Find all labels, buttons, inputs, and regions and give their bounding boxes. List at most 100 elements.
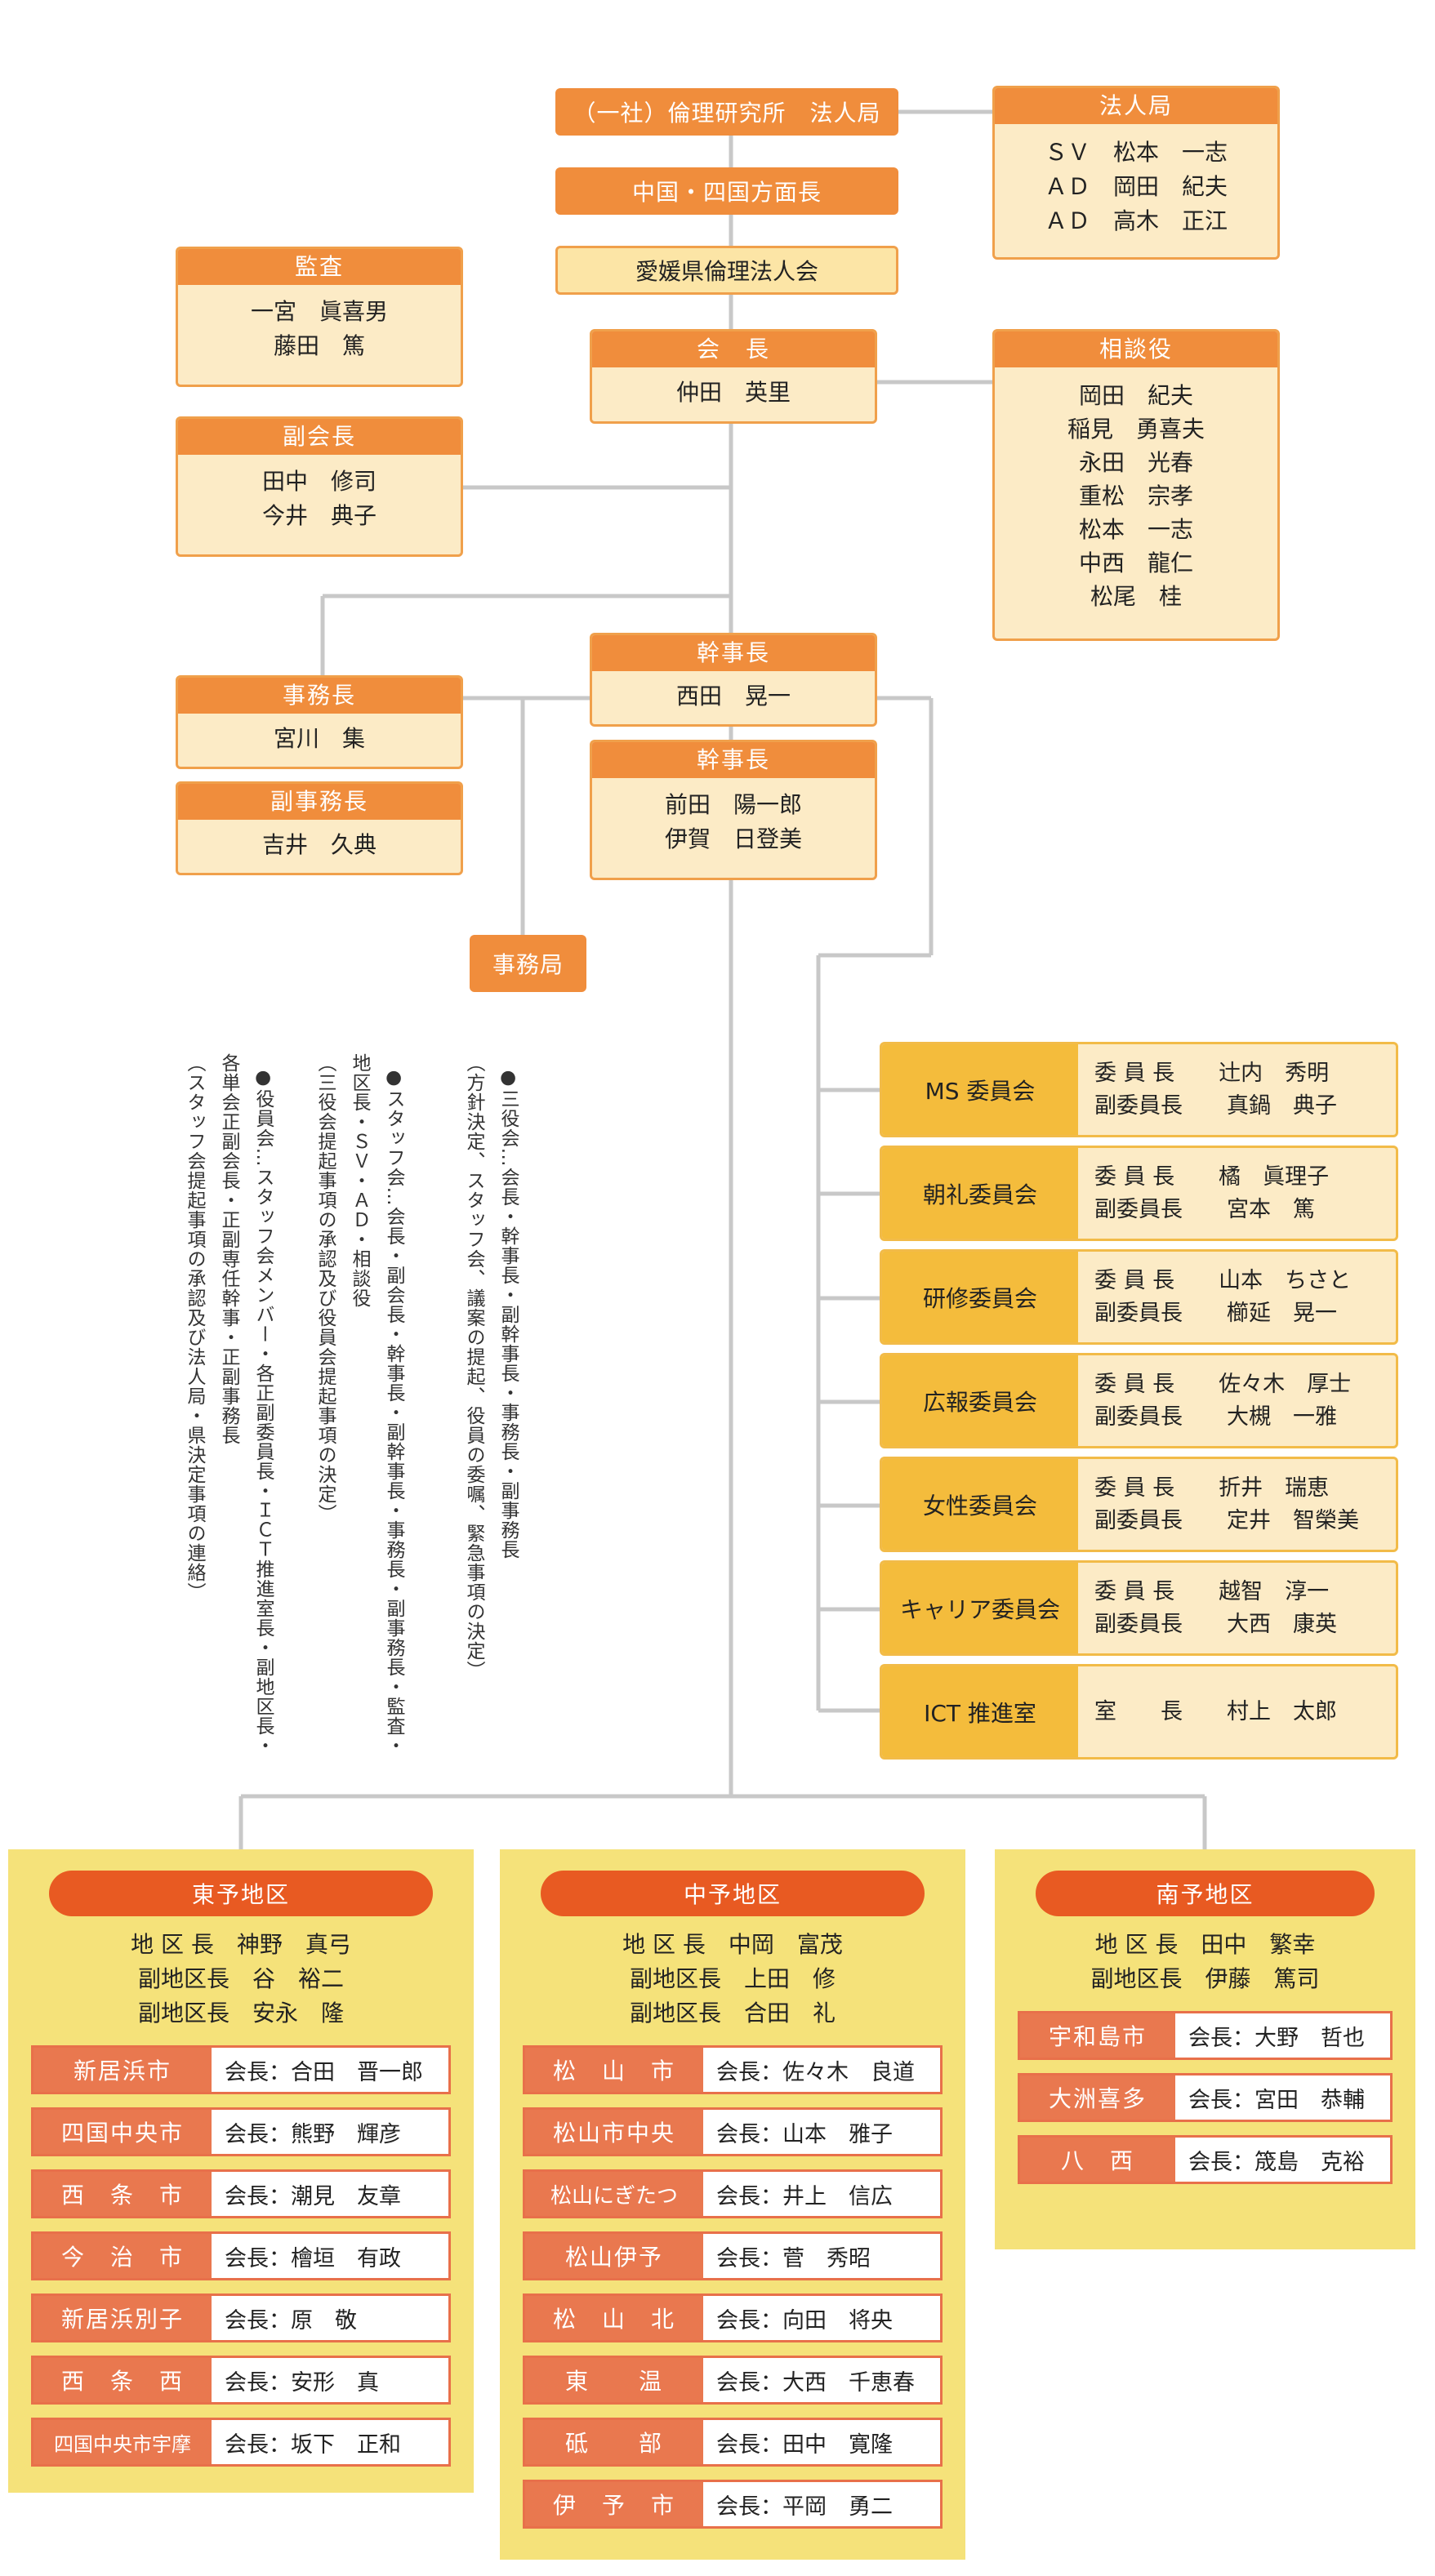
sodan-box: 相談役 岡田 紀夫 稲見 勇喜夫 永田 光春 重松 宗孝 松本 一志 中西 龍仁… (992, 329, 1280, 641)
association-label: 愛媛県倫理法人会 (635, 258, 818, 285)
branch-row: 大洲喜多会長：宮田 恭輔 (1018, 2073, 1393, 2122)
note-staffkai: ●スタッフ会…会長・副会長・幹事長・副幹事長・事務長・副事務長・監査・ 地区長・… (314, 1053, 404, 1755)
region-head-line: 地 区 長 田中 繁幸 (1094, 1931, 1316, 1958)
committee-row: キャリア委員会 委 員 長 越智 淳一副委員長 大西 康英 (880, 1560, 1398, 1656)
kaicho-box: 会 長 仲田 英里 (590, 329, 877, 424)
committee-member: 副委員長 真鍋 典子 (1094, 1092, 1337, 1119)
branch-leader: 会長：菅 秀昭 (716, 2245, 871, 2271)
branch-row: 宇和島市会長：大野 哲也 (1018, 2011, 1393, 2060)
branch-leader: 会長：合田 晋一郎 (225, 2059, 423, 2085)
branch-leader: 会長：原 敬 (225, 2307, 357, 2334)
sodan-title: 相談役 (995, 331, 1277, 367)
committee-member: 委 員 長 佐々木 厚士 (1094, 1371, 1352, 1397)
committee-member: 副委員長 宮本 篤 (1094, 1196, 1315, 1222)
fukukaicho-box: 副会長 田中 修司 今井 典子 (176, 416, 463, 557)
branch-row: 四国中央市会長：熊野 輝彦 (31, 2107, 451, 2156)
branch-leader: 会長：大西 千恵春 (716, 2369, 915, 2396)
branch-leader: 会長：井上 信広 (716, 2183, 893, 2209)
kansa-line: 一宮 眞喜男 (250, 298, 388, 325)
branch-leader: 会長：佐々木 良道 (716, 2059, 915, 2085)
region-head-bar: 中国・四国方面長 (555, 167, 898, 215)
hojin-box: 法人局 ＳＶ 松本 一志 ＡＤ 岡田 紀夫 ＡＤ 高木 正江 (992, 86, 1280, 260)
region-head-line: 副地区長 合田 礼 (629, 2000, 836, 2027)
kanji-box-2: 幹事長 前田 陽一郎 伊賀 日登美 (590, 740, 877, 880)
jimucho-title: 事務長 (178, 678, 461, 714)
branch-leader: 会長：筬島 克裕 (1188, 2149, 1365, 2175)
jimucho-box: 事務長 宮川 集 (176, 675, 463, 769)
jimucho-line: 宮川 集 (273, 725, 365, 752)
region-name-pill: 南予地区 (1036, 1871, 1375, 1916)
fukukaicho-line: 今井 典子 (261, 502, 377, 529)
branch-row: 四国中央市宇摩会長：坂下 正和 (31, 2418, 451, 2467)
branch-name: 東 温 (525, 2358, 703, 2402)
committee-name: 女性委員会 (882, 1459, 1078, 1550)
hojin-kyoku-title-bar: （一社）倫理研究所 法人局 (555, 88, 898, 136)
hojin-line: ＳＶ 松本 一志 (1044, 139, 1228, 166)
kanji2-title: 幹事長 (592, 742, 875, 778)
committee-member: 委 員 長 山本 ちさと (1094, 1267, 1352, 1293)
org-label: （一社）倫理研究所 法人局 (573, 100, 881, 127)
fukujimucho-line: 吉井 久典 (261, 831, 377, 858)
branch-name: 宇和島市 (1020, 2013, 1175, 2058)
branch-row: 八 西会長：筬島 克裕 (1018, 2135, 1393, 2184)
notes-block: ●三役会…会長・幹事長・副幹事長・事務長・副事務長 （方針決定、スタッフ会、議案… (445, 1053, 559, 1706)
committee-list: MS 委員会 委 員 長 辻内 秀明副委員長 真鍋 典子 朝礼委員会 委 員 長… (880, 1042, 1398, 1760)
sodan-line: 中西 龍仁 (1078, 549, 1193, 576)
branch-name: 今 治 市 (33, 2234, 212, 2278)
association-box: 愛媛県倫理法人会 (555, 246, 898, 295)
branch-name: 砥 部 (525, 2420, 703, 2464)
committee-member: 委 員 長 越智 淳一 (1094, 1578, 1330, 1604)
region-head-line: 副地区長 谷 裕二 (137, 1965, 344, 1992)
notes-block: ●スタッフ会…会長・副会長・幹事長・副幹事長・事務長・副事務長・監査・ 地区長・… (314, 1053, 445, 1764)
committee-row: ICT 推進室 室 長 村上 太郎 (880, 1664, 1398, 1760)
committee-member: 委 員 長 折井 瑞恵 (1094, 1475, 1330, 1501)
committee-name: 広報委員会 (882, 1355, 1078, 1446)
committee-member: 副委員長 大槻 一雅 (1094, 1404, 1337, 1430)
branch-leader: 会長：熊野 輝彦 (225, 2121, 401, 2147)
region-head-line: 副地区長 上田 修 (629, 1965, 836, 1992)
branch-name: 四国中央市 (33, 2110, 212, 2154)
region-toyo: 東予地区 地 区 長 神野 真弓 副地区長 谷 裕二 副地区長 安永 隆 新居浜… (8, 1849, 474, 2493)
branch-leader: 会長：安形 真 (225, 2369, 379, 2396)
fukujimucho-box: 副事務長 吉井 久典 (176, 781, 463, 875)
sodan-line: 稲見 勇喜夫 (1067, 416, 1205, 443)
branch-row: 新居浜市会長：合田 晋一郎 (31, 2045, 451, 2094)
hojin-line: ＡＤ 岡田 紀夫 (1044, 173, 1228, 200)
branch-row: 松山市中央会長：山本 雅子 (523, 2107, 943, 2156)
sodan-line: 重松 宗孝 (1078, 483, 1193, 509)
committee-member: 副委員長 櫛延 晃一 (1094, 1300, 1337, 1326)
region-name-pill: 東予地区 (49, 1871, 433, 1916)
branch-name: 新居浜別子 (33, 2296, 212, 2340)
branch-leader: 会長：大野 哲也 (1188, 2025, 1365, 2051)
region-head-label: 中国・四国方面長 (631, 179, 822, 206)
kaicho-line: 仲田 英里 (675, 379, 791, 406)
kanji1-line: 西田 晃一 (675, 683, 791, 710)
branch-name: 八 西 (1020, 2138, 1175, 2182)
branch-row: 松 山 北会長：向田 将央 (523, 2293, 943, 2342)
committee-name: MS 委員会 (882, 1044, 1078, 1135)
branch-row: 砥 部会長：田中 寛隆 (523, 2418, 943, 2467)
branch-row: 松山伊予会長：菅 秀昭 (523, 2231, 943, 2280)
branch-name: 松山にぎたつ (525, 2172, 703, 2216)
sodan-line: 松本 一志 (1078, 516, 1193, 543)
branch-leader: 会長：向田 将央 (716, 2307, 893, 2334)
notes-block: ●役員会…スタッフ会メンバー・各正副委員長・ＩＣＴ推進室長・副地区長・ 各単会正… (184, 1053, 314, 1780)
fukukaicho-line: 田中 修司 (261, 468, 377, 495)
committee-member: 委 員 長 辻内 秀明 (1094, 1060, 1330, 1086)
branch-row: 東 温会長：大西 千恵春 (523, 2356, 943, 2405)
branch-name: 松 山 北 (525, 2296, 703, 2340)
committee-name: ICT 推進室 (882, 1666, 1078, 1757)
branch-name: 松山市中央 (525, 2110, 703, 2154)
kansa-box: 監査 一宮 眞喜男 藤田 篤 (176, 247, 463, 387)
committee-member: 副委員長 大西 康英 (1094, 1611, 1337, 1637)
branch-row: 西 条 西会長：安形 真 (31, 2356, 451, 2405)
branch-name: 伊 予 市 (525, 2482, 703, 2526)
branch-name: 四国中央市宇摩 (33, 2420, 212, 2464)
committee-member: 委 員 長 橘 眞理子 (1094, 1163, 1330, 1190)
sodan-line: 松尾 桂 (1090, 583, 1182, 610)
branch-row: 松 山 市会長：佐々木 良道 (523, 2045, 943, 2094)
committee-member: 副委員長 定井 智榮美 (1094, 1507, 1359, 1533)
branch-leader: 会長：宮田 恭輔 (1188, 2087, 1365, 2113)
branch-name: 松山伊予 (525, 2234, 703, 2278)
branch-leader: 会長：潮見 友章 (225, 2183, 401, 2209)
